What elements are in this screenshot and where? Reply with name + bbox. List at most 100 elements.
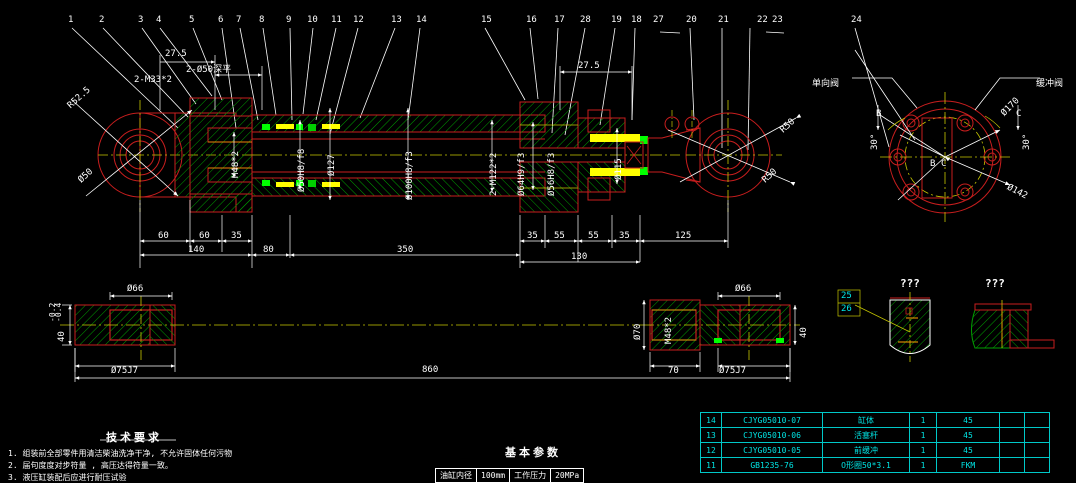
part-note: [999, 412, 1025, 428]
main-dimension-lines: [139, 55, 729, 268]
dim-d66-left: Ø66: [127, 284, 144, 294]
dim-130: 130: [571, 252, 588, 262]
dim-d66-right: Ø66: [735, 284, 752, 294]
dim-60-b: 60: [199, 231, 210, 241]
balloon-6: 6: [218, 15, 224, 25]
bottom-right-detail-view: [640, 292, 800, 372]
basic-params-row: 油缸内径 100mm 工作压力 20MPa: [435, 468, 585, 483]
dim-d56h8f3: Ø56H8/f3: [547, 152, 557, 196]
label-buffer-valve: 缓冲阀: [1036, 79, 1064, 89]
mark-b-top: B: [876, 109, 882, 119]
balloon-3: 3: [138, 15, 144, 25]
dim-d50h8f8: Ø50H8/f8: [297, 148, 307, 192]
detail-view-right-26: [971, 300, 1055, 349]
tol-lower-left: -0.4: [54, 302, 63, 322]
balloon-23: 23: [772, 15, 783, 25]
dim-d75j7-right: Ø75J7: [719, 366, 747, 376]
main-section-view: [71, 97, 802, 213]
dim-d115: Ø115: [614, 158, 624, 180]
dim-2-d50: 2-Ø50深平: [186, 65, 232, 75]
balloon-20: 20: [686, 15, 697, 25]
dim-125: 125: [675, 231, 692, 241]
balloon-11: 11: [331, 15, 342, 25]
part-code: CJYG05010-05: [721, 442, 823, 458]
bottom-left-detail-view: [60, 292, 640, 372]
table-row: 12 CJYG05010-05 前缓冲 1 45: [700, 442, 1050, 458]
radius-leaders: [71, 99, 802, 197]
right-eye-end: [664, 100, 782, 212]
tech-notes-title: 技术要求: [106, 431, 162, 444]
part-note-extra: [1024, 457, 1050, 473]
balloon-1: 1: [68, 15, 74, 25]
dim-overall-860: 860: [422, 365, 439, 375]
dim-80: 80: [263, 245, 274, 255]
balloon-5: 5: [189, 15, 195, 25]
dim-m48x2-right: M48*2: [664, 316, 674, 344]
balloon-16: 16: [526, 15, 537, 25]
dim-70: 70: [668, 366, 679, 376]
balloon-25: 25: [841, 291, 852, 301]
param-value-pressure: 20MPa: [550, 468, 585, 483]
basic-params-title: 基本参数: [505, 446, 561, 459]
tech-note-3: 3. 液压缸装配后应进行耐压试验: [8, 473, 127, 482]
balloon-7: 7: [236, 15, 242, 25]
parts-table: 14 CJYG05010-07 缸体 1 45 13 CJYG05010-06 …: [700, 412, 1050, 473]
balloon-27: 27: [653, 15, 664, 25]
balloon-13: 13: [391, 15, 402, 25]
part-note: [999, 457, 1025, 473]
angle-30-left: 30°: [870, 133, 880, 150]
part-no: 13: [700, 427, 722, 443]
param-label-bore: 油缸内径: [435, 468, 477, 483]
part-name: 前缓冲: [822, 442, 910, 458]
tech-note-1: 1. 组装前全部零件用清洁柴油洗净干净, 不允许固体任何污物: [8, 449, 233, 458]
dim-27-5-right: 27.5: [578, 61, 600, 71]
balloon-15: 15: [481, 15, 492, 25]
balloon-10: 10: [307, 15, 318, 25]
dim-d64h9f3: Ø64H9/f3: [517, 152, 527, 196]
overall-length-dimension: [74, 348, 791, 382]
tech-note-2: 2. 届句度度对步符量 , 高压达得符量一致。: [8, 461, 173, 470]
balloon-22: 22: [757, 15, 768, 25]
table-row: 11 GB1235-76 O形圈50*3.1 1 FKM: [700, 457, 1050, 473]
balloon-18: 18: [631, 15, 642, 25]
mark-c-top: C: [1016, 109, 1022, 119]
part-material: 45: [936, 442, 1000, 458]
dim-35-a: 35: [231, 231, 242, 241]
piston-assembly: [519, 101, 648, 213]
dim-40-left: 40: [57, 331, 67, 342]
balloon-4: 4: [156, 15, 162, 25]
dim-m48x2: M48*2: [231, 150, 241, 178]
balloon-26: 26: [841, 304, 852, 314]
dim-140: 140: [188, 245, 205, 255]
dim-40-right: 40: [799, 327, 809, 338]
dim-2-m33: 2-M33*2: [134, 75, 172, 85]
part-no: 12: [700, 442, 722, 458]
dim-2-m122x2: 2-M122*2: [489, 152, 499, 196]
balloon-19: 19: [611, 15, 622, 25]
basic-params-table: 油缸内径 100mm 工作压力 20MPa: [435, 468, 585, 483]
balloon-9: 9: [286, 15, 292, 25]
detail-left-title: ???: [900, 277, 920, 290]
part-material: 45: [936, 427, 1000, 443]
dim-55-b: 55: [588, 231, 599, 241]
dim-d127: Ø127: [327, 154, 337, 176]
param-value-bore: 100mm: [475, 468, 511, 483]
part-name: 缸体: [822, 412, 910, 428]
part-qty: 1: [909, 412, 937, 428]
part-no: 14: [700, 412, 722, 428]
table-row: 14 CJYG05010-07 缸体 1 45: [700, 412, 1050, 428]
part-qty: 1: [909, 442, 937, 458]
part-code: CJYG05010-07: [721, 412, 823, 428]
part-code: GB1235-76: [721, 457, 823, 473]
end-circular-view: [852, 49, 1040, 222]
dim-55-a: 55: [554, 231, 565, 241]
part-note: [999, 442, 1025, 458]
balloon-14: 14: [416, 15, 427, 25]
part-no: 11: [700, 457, 722, 473]
dim-d70: Ø70: [633, 323, 643, 340]
dim-d75j7-left: Ø75J7: [111, 366, 139, 376]
balloon-2: 2: [99, 15, 105, 25]
dim-60-a: 60: [158, 231, 169, 241]
